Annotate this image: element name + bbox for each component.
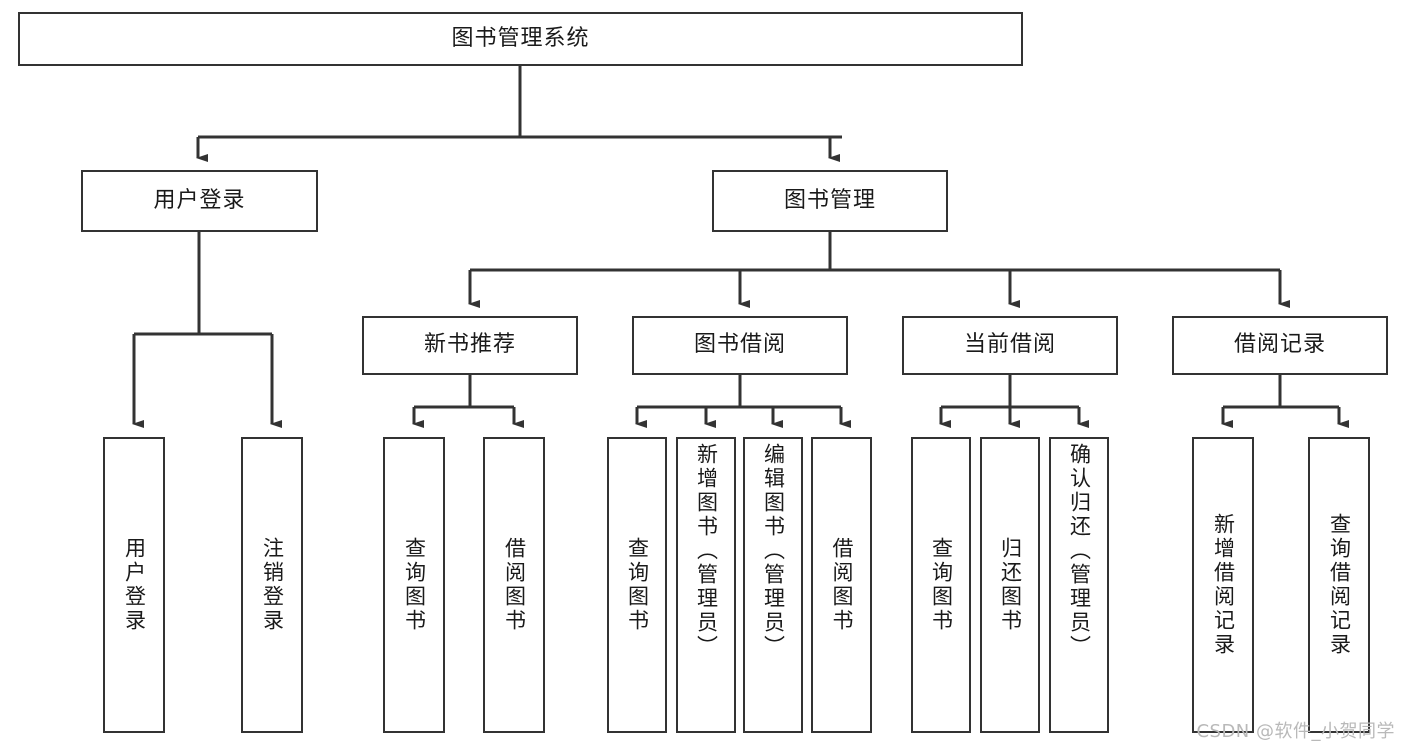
node-label: 借阅记录	[1233, 332, 1326, 358]
node-label: 编辑图书（管理员）	[761, 443, 786, 659]
node-label: 新增图书（管理员）	[694, 443, 719, 659]
node-label: 当前借阅	[963, 332, 1056, 358]
leaf-book-borrow-query[interactable]: 查询图书	[607, 437, 667, 733]
leaf-current-borrow-confirm[interactable]: 确认归还（管理员）	[1049, 437, 1109, 733]
leaf-user-login-signout[interactable]: 注销登录	[241, 437, 303, 733]
node-label: 图书管理	[783, 187, 876, 213]
node-label: 注销登录	[260, 537, 285, 633]
node-label: 用户登录	[122, 537, 147, 633]
leaf-borrow-records-add[interactable]: 新增借阅记录	[1192, 437, 1254, 733]
node-label: 查询图书	[625, 537, 650, 633]
leaf-book-borrow-edit[interactable]: 编辑图书（管理员）	[743, 437, 803, 733]
leaf-new-book-borrow[interactable]: 借阅图书	[483, 437, 545, 733]
csdn-watermark: CSDN @软件_小贺同学	[1196, 721, 1395, 742]
node-label: 借阅图书	[830, 537, 854, 633]
node-user-login[interactable]: 用户登录	[81, 170, 318, 232]
leaf-borrow-records-query[interactable]: 查询借阅记录	[1308, 437, 1370, 733]
node-current-borrow[interactable]: 当前借阅	[902, 316, 1118, 375]
node-label: 归还图书	[998, 537, 1023, 633]
node-root-system[interactable]: 图书管理系统	[18, 12, 1023, 66]
leaf-book-borrow-lend[interactable]: 借阅图书	[811, 437, 872, 733]
node-label: 借阅图书	[502, 537, 527, 633]
leaf-current-borrow-return[interactable]: 归还图书	[980, 437, 1040, 733]
node-label: 查询图书	[402, 537, 427, 633]
node-book-management[interactable]: 图书管理	[712, 170, 948, 232]
node-label: 图书借阅	[693, 332, 786, 358]
node-label: 新增借阅记录	[1211, 513, 1236, 657]
node-borrow-records[interactable]: 借阅记录	[1172, 316, 1388, 375]
leaf-current-borrow-query[interactable]: 查询图书	[911, 437, 971, 733]
leaf-book-borrow-add[interactable]: 新增图书（管理员）	[676, 437, 736, 733]
node-label: 新书推荐	[423, 332, 516, 358]
node-label: 图书管理系统	[451, 25, 590, 51]
node-label: 查询图书	[929, 537, 954, 633]
node-label: 确认归还（管理员）	[1067, 443, 1092, 659]
node-label: 查询借阅记录	[1327, 513, 1352, 657]
leaf-new-book-query[interactable]: 查询图书	[383, 437, 445, 733]
node-label: 用户登录	[153, 187, 246, 213]
node-book-borrow[interactable]: 图书借阅	[632, 316, 848, 375]
node-new-book-recommend[interactable]: 新书推荐	[362, 316, 578, 375]
leaf-user-login-signin[interactable]: 用户登录	[103, 437, 165, 733]
